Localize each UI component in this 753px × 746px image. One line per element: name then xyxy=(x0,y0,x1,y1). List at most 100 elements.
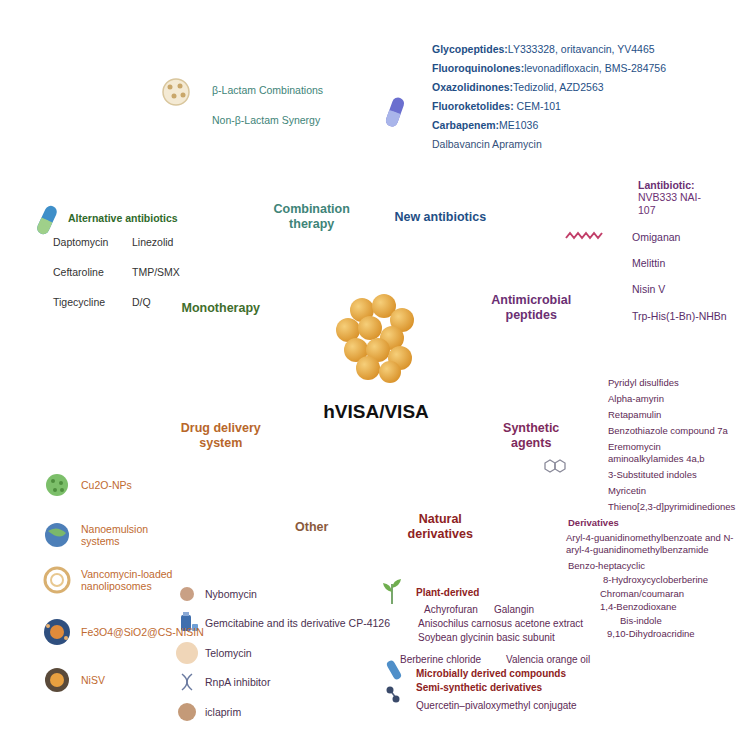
list-item: Omiganan xyxy=(632,231,680,244)
pill-icon xyxy=(35,204,59,236)
list-item: Microbially derived compounds xyxy=(416,668,566,680)
list-item: Benzo-heptacyclic xyxy=(568,560,645,571)
bacteria-cluster xyxy=(336,294,414,383)
ring-ground xyxy=(462,211,604,372)
list-item: Anisochilus carnosus acetone extract xyxy=(418,618,583,630)
bullet-dot xyxy=(602,180,613,191)
list-item: Valencia orange oil xyxy=(506,654,590,666)
list-item: Semi-synthetic derivatives xyxy=(416,682,542,694)
ring-segment: Other xyxy=(212,455,379,603)
bullet-dot xyxy=(32,297,43,308)
shape-outline xyxy=(145,369,293,536)
category-name: Fluoroquinolones: xyxy=(432,62,524,74)
shape-outline xyxy=(459,369,607,536)
list-item: Soybean glycinin basic subunit xyxy=(418,632,555,644)
bullet-dot xyxy=(602,284,613,295)
dna-icon xyxy=(182,674,192,690)
ring-segment: Combination therapy xyxy=(212,141,379,289)
panel-ground xyxy=(378,374,753,746)
bullet-dot xyxy=(592,410,603,421)
bullet-dot xyxy=(592,394,603,405)
category-panel: Lantibiotic: NVB333 NAI-107OmigananMelit… xyxy=(378,0,753,371)
ring-ground xyxy=(376,144,537,286)
liposome-icon xyxy=(45,568,69,592)
ring-segment: New antibiotics xyxy=(373,141,540,289)
item-names: NVB333 NAI-107 xyxy=(638,191,701,216)
list-item: Myricetin xyxy=(608,485,646,496)
list-item: Chroman/coumaran xyxy=(600,588,684,599)
center-label: hVISA/VISA xyxy=(276,401,476,424)
bullet-dot xyxy=(592,502,603,513)
bullet-dot xyxy=(592,470,603,481)
list-item: Carbapenem:ME1036 xyxy=(432,119,538,132)
bullet-dot xyxy=(409,139,420,150)
molecule-icon xyxy=(545,460,565,472)
list-item: 9,10-Dihydroacridine xyxy=(607,628,695,639)
list-item: Cu2O-NPs xyxy=(81,479,132,492)
shape-outline xyxy=(459,208,607,375)
ring-ground xyxy=(215,458,376,600)
list-item: TMP/SMX xyxy=(132,266,180,279)
category-name: Glycopeptides: xyxy=(432,43,508,55)
compound-icon xyxy=(178,703,196,721)
list-item: Derivatives xyxy=(568,517,619,528)
bullet-dot xyxy=(592,426,603,437)
item-names: Tedizolid, AZD2563 xyxy=(513,81,603,93)
ring-ground xyxy=(462,372,604,533)
list-item: Nybomycin xyxy=(205,588,257,601)
molecule-icon xyxy=(387,687,400,703)
list-item: Gemcitabine and its derivative CP-4126 xyxy=(205,617,390,630)
bullet-dot xyxy=(409,63,420,74)
list-item: Daptomycin xyxy=(53,236,108,249)
ring-ground xyxy=(148,372,290,533)
bead-icon xyxy=(163,79,189,105)
bullet-dot xyxy=(602,258,613,269)
panel-ground xyxy=(378,374,753,746)
category-panel: Alternative antibioticsDaptomycin Linezol… xyxy=(0,0,375,371)
sector-label: Natural derivatives xyxy=(395,512,485,542)
list-item: Nisin V xyxy=(632,283,665,296)
list-item: Galangin xyxy=(494,604,534,616)
list-item: β-Lactam Combinations xyxy=(212,84,323,97)
list-item: 8-Hydroxycycloberberine xyxy=(603,574,708,585)
compound-icon xyxy=(176,642,198,664)
compound-icon xyxy=(180,587,194,601)
peptide-icon xyxy=(566,233,602,238)
bullet-dot xyxy=(32,237,43,248)
list-item: Fluoroquinolones:levonadifloxacin, BMS-2… xyxy=(432,62,666,75)
category-panel: β-Lactam CombinationsNon-β-Lactam Synerg… xyxy=(0,0,375,371)
list-item: Aryl-4-guanidinomethylbenzoate and N-ary… xyxy=(566,532,747,555)
ring-segment: Natural derivatives xyxy=(373,455,540,603)
microbe-icon xyxy=(386,659,403,680)
sector-label: Antimicrobial peptides xyxy=(481,293,581,323)
bullet-dot xyxy=(409,101,420,112)
bullet-dot xyxy=(602,311,613,322)
list-item: Nanoemulsion systems xyxy=(81,523,161,548)
list-item: Alternative antibiotics xyxy=(68,212,178,225)
pill-icon xyxy=(384,96,406,128)
list-item: Bis-indole xyxy=(620,615,662,626)
list-item: Fe3O4@SiO2@CS-NISIN xyxy=(81,626,204,639)
list-item: Eremomycin aminoalkylamides 4a,b xyxy=(608,441,733,464)
category-name: Lantibiotic: xyxy=(638,179,695,191)
list-item: Achyrofuran xyxy=(424,604,478,616)
list-item: Thieno[2,3-d]pyrimidinediones xyxy=(608,501,735,512)
panel-ground xyxy=(0,0,375,371)
item-names: levonadifloxacin, BMS-284756 xyxy=(524,62,666,74)
panel-ground xyxy=(378,0,753,371)
magnetic-particle-icon xyxy=(44,619,70,645)
list-item: D/Q xyxy=(132,296,151,309)
bullet-dot xyxy=(400,683,411,694)
category-name: Oxazolidinones: xyxy=(432,81,513,93)
list-item: Linezolid xyxy=(132,236,173,249)
niosome-icon xyxy=(45,668,69,692)
item-names: CEM-101 xyxy=(514,100,561,112)
list-item: Fluoroketolides: CEM-101 xyxy=(432,100,561,113)
bullet-dot xyxy=(400,588,411,599)
list-item: Telomycin xyxy=(205,647,252,660)
list-item: Trp-His(1-Bn)-NHBn xyxy=(632,310,727,323)
list-item: Dalbavancin Apramycin xyxy=(432,138,542,151)
list-item: Non-β-Lactam Synergy xyxy=(212,114,320,127)
list-item: 3-Substituted indoles xyxy=(608,469,697,480)
nanoparticle-icon xyxy=(46,474,68,496)
